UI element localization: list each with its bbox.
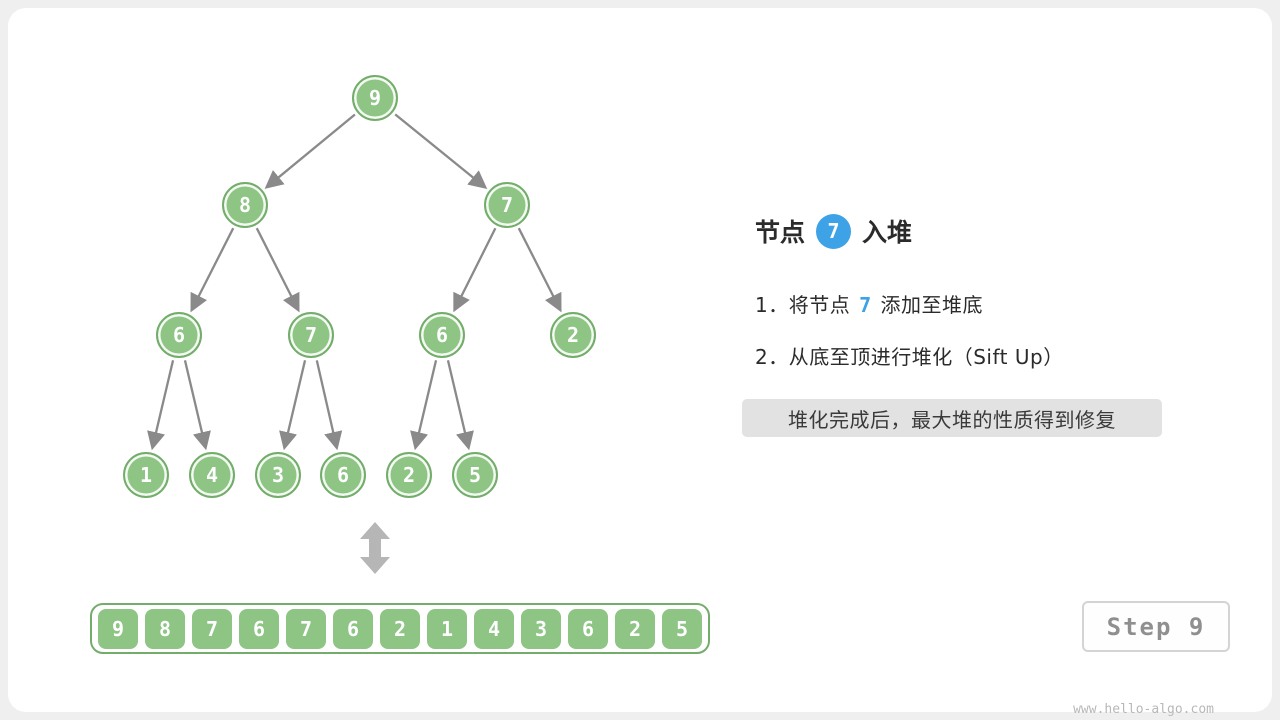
tree-edge (255, 227, 300, 313)
array-cell: 2 (380, 608, 420, 649)
panel-title: 节点 7 入堆 (755, 211, 912, 251)
inserted-node-badge: 7 (816, 213, 852, 249)
tree-node: 8 (222, 182, 268, 228)
diagram-card (8, 8, 1272, 712)
step-label: Step 9 (1106, 612, 1206, 641)
array-cell: 6 (568, 608, 608, 649)
tree-node: 5 (452, 452, 498, 498)
tree-node: 6 (320, 452, 366, 498)
array-cell: 2 (615, 608, 655, 649)
tree-edge (279, 360, 307, 451)
tree-edge (394, 113, 488, 190)
array-cell: 6 (239, 608, 279, 649)
tree-node: 9 (352, 75, 398, 121)
tree-node: 2 (386, 452, 432, 498)
tree-node: 2 (550, 312, 596, 358)
array-cell: 7 (286, 608, 326, 649)
panel-title-prefix: 节点 (755, 218, 806, 247)
array-cell: 7 (192, 608, 232, 649)
tree-node: 1 (123, 452, 169, 498)
step-badge: Step 9 (1082, 601, 1230, 652)
array-cell: 6 (333, 608, 373, 649)
instruction-item: 2．从底至顶进行堆化（Sift Up） (755, 341, 1068, 369)
tree-node: 6 (156, 312, 202, 358)
tree-node: 7 (484, 182, 530, 228)
array-cell: 8 (145, 608, 185, 649)
tree-edge (517, 227, 562, 313)
highlighted-node-value: 7 (859, 293, 872, 317)
note-box: 堆化完成后，最大堆的性质得到修复 (742, 399, 1162, 437)
updown-arrow-icon (360, 522, 390, 578)
array-cell: 4 (474, 608, 514, 649)
watermark: www.hello-algo.com (1073, 702, 1214, 717)
tree-edge (147, 360, 175, 451)
array-cell: 3 (521, 608, 561, 649)
tree-edge (264, 113, 356, 189)
tree-edge (190, 227, 235, 313)
tree-node: 6 (419, 312, 465, 358)
tree-node: 7 (288, 312, 334, 358)
instruction-item: 1．将节点 7 添加至堆底 (755, 293, 983, 317)
panel-title-suffix: 入堆 (862, 218, 913, 247)
tree-edge (410, 360, 438, 451)
tree-edge (183, 360, 211, 451)
array-cell: 1 (427, 608, 467, 649)
instruction-list: 1．将节点 7 添加至堆底 2．从底至顶进行堆化（Sift Up） (755, 289, 1068, 393)
tree-edge (315, 360, 343, 451)
tree-edge (453, 227, 497, 313)
tree-edge (446, 360, 474, 451)
highlighted-node-value (1064, 345, 1068, 369)
tree-node: 4 (189, 452, 235, 498)
tree-node: 3 (255, 452, 301, 498)
array-cell: 9 (98, 608, 138, 649)
array-cell: 5 (662, 608, 702, 649)
